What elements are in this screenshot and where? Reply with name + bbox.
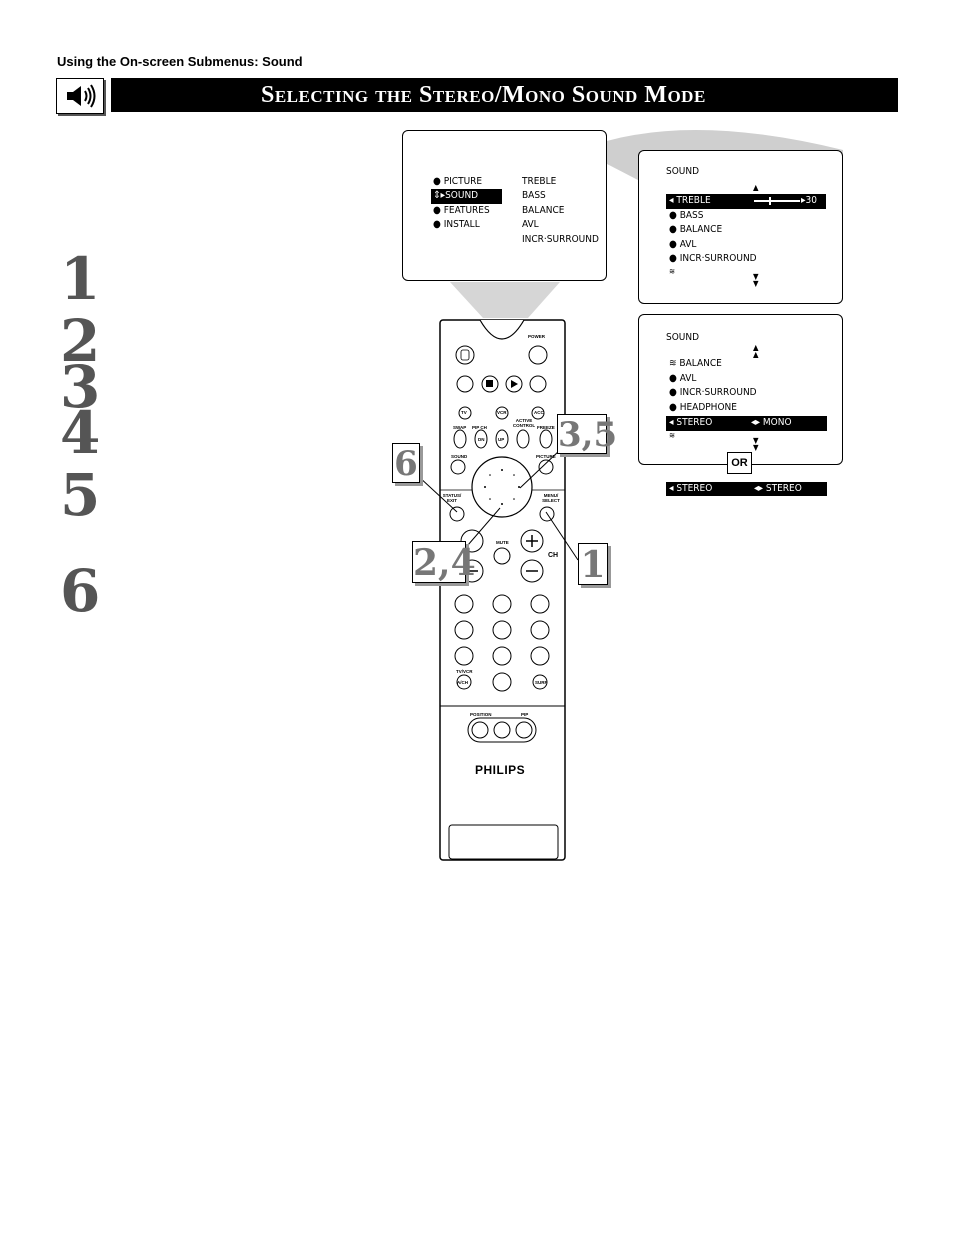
- submenu-item: TREBLE: [522, 176, 557, 187]
- menu-item-features: ● FEATURES: [433, 205, 490, 216]
- submenu-item: BALANCE: [522, 205, 565, 216]
- menu-item-sound-selected: ⇕▸SOUND: [431, 189, 502, 204]
- step-number: 5: [60, 461, 101, 529]
- menu-item-incr-surround: ● INCR·SURROUND: [669, 253, 757, 264]
- running-head: Using the On-screen Submenus: Sound: [57, 54, 303, 69]
- ach-label: A/CH: [457, 680, 468, 685]
- submenu-item: INCR·SURROUND: [522, 234, 599, 245]
- screen-title: SOUND: [666, 166, 700, 177]
- ch-label: CH: [548, 552, 559, 559]
- pipch-label: PIP CH: [472, 425, 487, 430]
- step-number: 3: [60, 353, 101, 421]
- stereo-row-selected: ◂ STEREO ◂▸ MONO: [666, 416, 827, 431]
- tvvcr-label: TV/VCR: [456, 669, 473, 674]
- menu-item-headphone: ● HEADPHONE: [669, 402, 737, 413]
- active-control-label: ACTIVE CONTROL: [512, 418, 536, 428]
- step-callout-3-5: 3,5: [557, 414, 618, 455]
- menu-item-picture: ● PICTURE: [433, 176, 483, 187]
- submenu-item: BASS: [522, 190, 546, 201]
- sound-menu-screen-2: SOUND ▲▲ ≋ BALANCE ● AVL ● INCR·SURROUND…: [638, 314, 843, 465]
- callout-leaders: [417, 449, 579, 561]
- submenu-item: AVL: [522, 219, 539, 230]
- menu-item-balance: ≋ BALANCE: [669, 358, 722, 369]
- step-number: 1: [60, 245, 101, 313]
- menu-item-install: ● INSTALL: [433, 219, 480, 230]
- menu-item-avl: ● AVL: [669, 373, 697, 384]
- mute-label: MUTE: [496, 540, 509, 545]
- step-callout-2-4: 2,4: [412, 541, 476, 584]
- more-icon: ≋: [669, 267, 676, 276]
- picture-label: PICTURE: [536, 454, 556, 459]
- vcr-label: VCR: [497, 410, 507, 415]
- surf-label: SURF: [535, 680, 548, 685]
- dn-label: DN: [478, 437, 485, 442]
- scroll-down-icon: ▼▼: [753, 436, 759, 452]
- status-exit-label: STATUS/ EXIT: [442, 493, 462, 503]
- acc-label: ACC: [534, 410, 544, 415]
- brand-logo: PHILIPS: [475, 763, 526, 777]
- more-icon: ≋: [669, 431, 676, 440]
- scroll-up-icon: ▲: [753, 183, 759, 192]
- position-label: POSITION: [470, 712, 492, 717]
- swap-label: SWAP: [453, 425, 467, 430]
- scroll-up-icon: ▲▲: [753, 343, 759, 359]
- sound-label: SOUND: [451, 454, 468, 459]
- sound-menu-screen-1: SOUND ▲ ◂ TREBLE ▸30 ● BASS ● BALANCE ● …: [638, 150, 843, 304]
- scroll-down-icon: ▼▼: [753, 272, 759, 288]
- remote-control: [439, 319, 566, 861]
- step-callout-1: 1: [578, 543, 608, 586]
- treble-row-selected: ◂ TREBLE ▸30: [666, 194, 826, 209]
- stereo-alt-bar: ◂ STEREO ◂▸ STEREO: [666, 482, 827, 496]
- step-number: 2: [60, 307, 101, 375]
- freeze-label: FREEZE: [537, 425, 555, 430]
- tv-label: TV: [461, 410, 467, 415]
- step-number: 4: [60, 399, 101, 467]
- menu-select-label: MENU/ SELECT: [542, 493, 560, 503]
- screen-title: SOUND: [666, 332, 700, 343]
- menu-item-avl: ● AVL: [669, 239, 697, 250]
- page-title: Selecting the Stereo/Mono Sound Mode: [111, 78, 898, 112]
- pip-label: PIP: [521, 712, 529, 717]
- step-callout-6: 6: [392, 443, 420, 484]
- menu-item-incr-surround: ● INCR·SURROUND: [669, 387, 757, 398]
- power-label: POWER: [528, 334, 546, 339]
- up-label: UP: [498, 437, 505, 442]
- or-label: OR: [727, 452, 752, 474]
- menu-item-balance: ● BALANCE: [669, 224, 723, 235]
- step-number: 6: [60, 557, 101, 625]
- speaker-icon: [56, 78, 104, 114]
- main-menu-screen: ● PICTURE ⇕▸SOUND ● FEATURES ● INSTALL T…: [402, 130, 607, 281]
- menu-item-bass: ● BASS: [669, 210, 704, 221]
